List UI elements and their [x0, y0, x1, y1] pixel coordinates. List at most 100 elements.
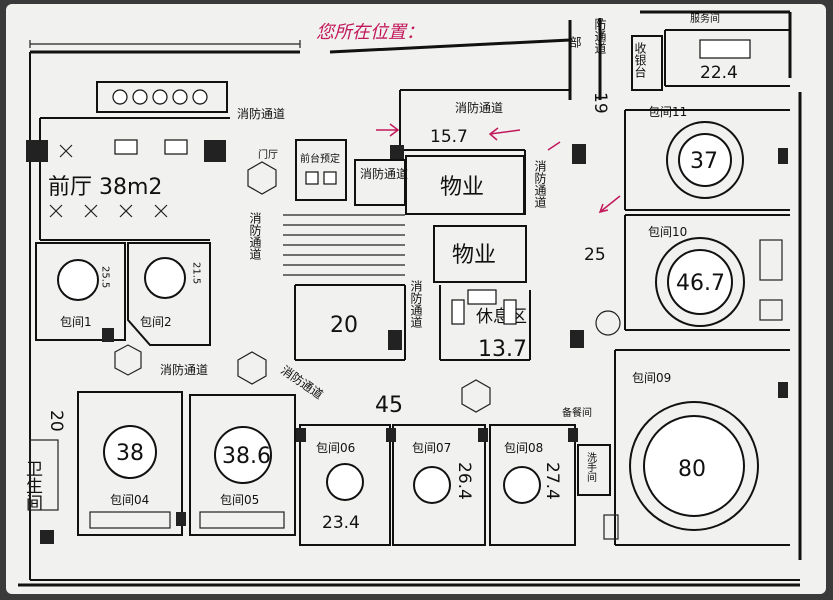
- sofa: [89, 511, 171, 529]
- room-05-area: 38.6: [222, 444, 271, 469]
- lounge-chair: [503, 299, 517, 325]
- room-06-walls: [299, 424, 391, 546]
- room-07-label: 包间07: [412, 441, 451, 455]
- room-1-walls: [35, 242, 126, 341]
- room-08-label: 包间08: [504, 441, 543, 455]
- lounge-sofa: [467, 289, 497, 305]
- restroom-label: 卫生间: [22, 460, 43, 512]
- area-25: 25: [584, 245, 606, 265]
- pillar-octagon: [237, 351, 267, 385]
- location-note: 您所在位置：: [316, 22, 424, 43]
- room-07-area: 26.4: [454, 462, 474, 500]
- lobby-walls: [39, 117, 230, 241]
- column: [778, 382, 788, 398]
- room-2-walls: [127, 242, 211, 346]
- column: [388, 330, 402, 350]
- lobby-furniture: [49, 139, 188, 218]
- room-20-area: 20: [330, 313, 358, 338]
- room-09-label: 包间09: [632, 371, 671, 385]
- counter: [699, 39, 751, 59]
- column: [204, 140, 226, 162]
- column: [390, 145, 404, 159]
- room-06-table: [326, 463, 364, 501]
- reservation-desk-label: 前台预定: [300, 152, 340, 165]
- fire-right-label: 消防通道: [533, 160, 547, 208]
- room-10-label: 包间10: [648, 225, 687, 239]
- fire-top-label: 消防通道: [455, 100, 503, 115]
- lounge-area: 13.7: [478, 337, 527, 362]
- fire-small-label: 消防通道: [360, 166, 408, 181]
- room-07-table: [413, 466, 451, 504]
- round-column: [595, 310, 621, 336]
- fire-top-right-label: 防通道: [593, 17, 607, 54]
- annotation-arrows: [376, 123, 621, 214]
- room-04-walls: [77, 391, 183, 536]
- columns-bottom: [40, 428, 578, 544]
- area-19: 19: [590, 92, 610, 114]
- stairs: [283, 214, 405, 276]
- room-11-walls: [624, 109, 790, 211]
- bar-stools: [112, 89, 208, 105]
- wash-room: [577, 444, 611, 496]
- room-04-area: 38: [116, 441, 144, 466]
- room-04-table: [103, 425, 157, 479]
- room-1-label: 包间1: [60, 315, 92, 329]
- wash-label: 洗手间: [585, 452, 597, 483]
- room-10-area: 46.7: [676, 271, 725, 296]
- room-10-walls: [624, 214, 790, 331]
- property-1-label: 物业: [440, 175, 484, 200]
- corridor-area-45: 45: [375, 393, 403, 418]
- fire-mid-label: 消防通道: [248, 212, 262, 260]
- lounge-chair: [451, 299, 465, 325]
- column: [778, 148, 788, 164]
- room-05-walls: [189, 394, 296, 536]
- room-07-walls: [392, 424, 486, 546]
- room-09-walls: [614, 349, 790, 546]
- column: [102, 328, 114, 342]
- room-06-area: 23.4: [322, 513, 360, 533]
- fire-passage-label: 消防通道: [237, 106, 285, 121]
- column: [572, 144, 586, 164]
- column: [570, 330, 584, 348]
- room-10-ring: [655, 237, 745, 327]
- sofa: [759, 299, 783, 321]
- pillar-octagon: [247, 161, 277, 195]
- room-09-area: 80: [678, 457, 706, 482]
- room-09-ring: [629, 401, 759, 531]
- cashier-desk: [631, 35, 663, 91]
- door-hall-label: 门厅: [258, 148, 278, 161]
- room-2-label: 包间2: [140, 315, 172, 329]
- top-service-label: 服务间: [690, 12, 720, 25]
- room-11-table: [678, 133, 732, 187]
- room-11-label: 包间11: [648, 105, 687, 119]
- outer-wall: [18, 10, 802, 587]
- room-04-label: 包间04: [110, 493, 149, 507]
- room-11-ring: [666, 121, 744, 199]
- reservation-desk-area: [295, 139, 347, 201]
- lounge-walls: [439, 285, 531, 361]
- fire-top-area: 15.7: [430, 127, 468, 147]
- room-1-area: 25.5: [100, 266, 111, 288]
- pillar-octagon: [114, 344, 142, 376]
- restroom-box: [29, 439, 59, 511]
- property-2-label: 物业: [452, 243, 496, 268]
- room-11-area: 37: [690, 149, 718, 174]
- room-20-walls: [294, 284, 406, 361]
- fire-center-label: 消防通道: [409, 280, 423, 328]
- fire-corridor-left-label: 消防通道: [160, 362, 208, 377]
- room-08-area: 27.4: [542, 462, 562, 500]
- service-room-label: 备餐间: [562, 406, 592, 419]
- cashier-label: 收银台: [633, 42, 647, 78]
- dept-label: 部: [568, 35, 582, 48]
- lobby-label: 前厅 38m2: [48, 175, 162, 200]
- lounge-label: 休息区: [476, 307, 527, 327]
- bar-counter: [96, 81, 228, 113]
- edge-number: 20: [46, 410, 66, 432]
- room-05-table: [214, 426, 272, 484]
- property-office-1: [405, 155, 525, 215]
- room-10-table: [667, 249, 733, 315]
- cabinet: [603, 514, 619, 540]
- area-22-4: 22.4: [700, 63, 738, 83]
- room-08-table: [503, 466, 541, 504]
- dimension-top: [29, 40, 301, 48]
